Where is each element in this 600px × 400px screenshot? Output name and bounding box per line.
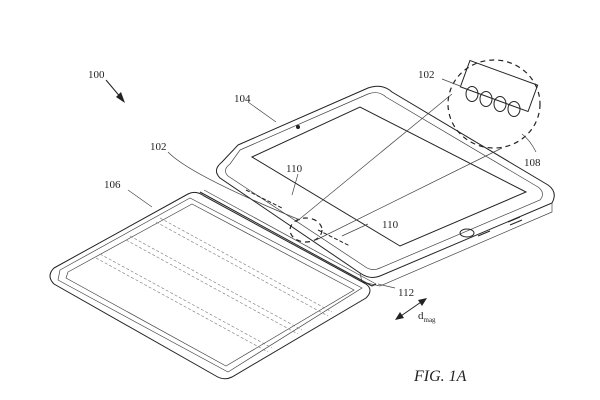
magnet-elements [465, 86, 521, 117]
cover-fold-lines [95, 217, 333, 353]
cover-device [49, 189, 377, 380]
label-108: 108 [524, 157, 541, 169]
figure-caption: FIG. 1A [413, 368, 467, 385]
label-110-upper: 110 [286, 163, 303, 175]
label-102-left: 102 [150, 141, 167, 153]
tablet-device [216, 85, 555, 287]
label-104: 104 [234, 93, 251, 105]
port-openings [477, 216, 523, 237]
label-distance-main: d [418, 310, 424, 322]
label-distance-sub: mag [424, 316, 437, 324]
label-distance: dmag [418, 310, 436, 324]
label-112: 112 [398, 287, 414, 299]
camera-icon [296, 125, 300, 129]
label-100: 100 [88, 69, 105, 81]
label-102-top: 102 [418, 69, 435, 81]
label-110-lower: 110 [382, 219, 399, 231]
reference-arrow-icon [105, 79, 125, 103]
magnified-detail [289, 59, 541, 243]
leader-lines [127, 78, 537, 289]
edge-magnet-row [245, 189, 351, 247]
home-button-icon [459, 228, 475, 238]
label-106: 106 [104, 179, 121, 191]
distance-arrow-icon [395, 298, 427, 320]
